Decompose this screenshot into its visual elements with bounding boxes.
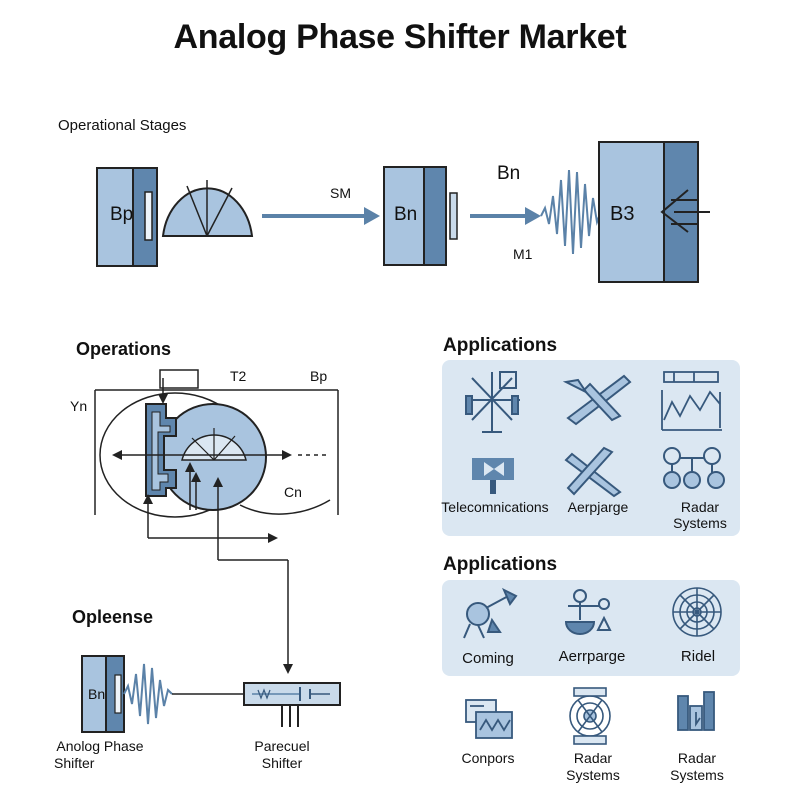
block2-label: Bn [394,204,418,225]
radar-dish-icon [564,589,612,635]
label-t2: T2 [230,368,247,384]
network-nodes-icon [663,447,725,489]
label-cn: Cn [284,484,302,500]
applications-title-1: Applications [443,335,558,356]
bar-signal-icon [677,691,715,731]
app2-label-aerrparge: Aerrparge [558,648,626,665]
radar-circle-icon [569,687,611,745]
caption2-line2: Shifter [261,755,303,771]
app1-label-radar: Radar Systems [673,499,727,531]
opleense-block-label: Bn [88,686,106,702]
page-title: Analog Phase Shifter Market [173,18,627,56]
applications-title-2: Applications [443,554,558,575]
caption-analog-phase-shifter: Anolog Phase Shifter [40,738,160,772]
app2-label-ridel: Ridel [680,648,716,665]
radar-scope-icon [672,587,722,637]
opleense-title: Opleense [72,607,154,627]
app2-label-coming: Coming [462,650,514,667]
stage-top-label: Bn [497,163,521,184]
stages-diagram [96,141,710,283]
bottom-label-conpors: Conpors [461,750,515,766]
telecom-icon [472,458,514,494]
caption1-line2: Shifter [54,755,95,771]
label-yn: Yn [70,398,88,414]
block3-label: B3 [610,203,635,225]
operations-title: Operations [76,339,172,359]
caption-parecuel-shifter: Parecuel Shifter [232,738,332,772]
bottom-label-radar-systems-1: Radar Systems [566,750,620,783]
aircraft-icon [562,374,632,426]
app1-label-telecom: Telecomnications [441,499,549,515]
caption2-line1: Parecuel [254,738,310,754]
app1-label-aerospace: Aerpjarge [567,499,629,515]
satellite-dish-icon [463,587,518,639]
radar-chart-icon [661,371,722,431]
label-bp: Bp [310,368,328,384]
jet-icon [564,446,622,498]
block1-label: Bp [110,204,134,225]
bottom-label-radar-systems-2: Radar Systems [670,750,724,783]
arrow1-label: SM [330,185,351,201]
caption1-line1: Anolog Phase [56,738,144,754]
monitor-signal-icon [465,699,513,739]
antenna-tower-icon [465,371,520,433]
stage-bottom-label: M1 [513,246,533,262]
stages-label: Operational Stages [58,117,187,134]
